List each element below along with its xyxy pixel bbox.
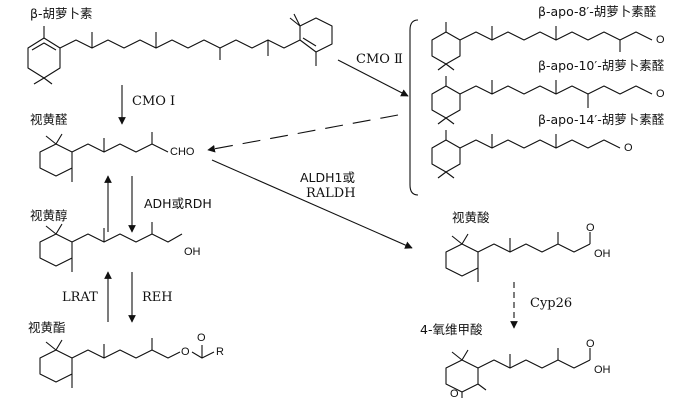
- oxo-ring-o: O: [450, 388, 459, 400]
- retinoic-acid-label: 视黄酸: [452, 210, 490, 225]
- reaction-arrows: [104, 59, 518, 329]
- retinol-oh-group: OH: [184, 246, 201, 258]
- ester-o-atom: O: [181, 346, 190, 358]
- lrat-label: LRAT: [62, 290, 98, 305]
- apo8-aldehyde-o: O: [656, 34, 665, 46]
- apo8-carotenal-label: β-apo-8′-胡萝卜素醛: [538, 4, 657, 19]
- oxo-retinoic-acid-label: 4-氧维甲酸: [420, 322, 483, 337]
- aldh-label-line2: RALDH: [306, 186, 356, 201]
- apo-carotenal-structures: [409, 19, 653, 196]
- apo14-carotenal-label: β-apo-14′-胡萝卜素醛: [538, 112, 665, 127]
- retinyl-ester-structure: [39, 338, 215, 388]
- retinol-label: 视黄醇: [30, 208, 68, 223]
- ester-r-group: R: [216, 346, 224, 358]
- aldh-label-line1: ALDH1或: [300, 170, 355, 185]
- cmo2-label: CMO Ⅱ: [356, 52, 403, 67]
- ra-oh-group: OH: [594, 248, 611, 260]
- apo10-aldehyde-o: O: [656, 88, 665, 100]
- ra-carbonyl-o: O: [586, 222, 595, 234]
- beta-carotene-label: β-胡萝卜素: [30, 6, 93, 21]
- retinal-cho-group: CHO: [170, 146, 195, 158]
- retinyl-ester-label: 视黄酯: [28, 320, 66, 335]
- cyp26-label: Cyp26: [530, 296, 573, 311]
- reh-label: REH: [142, 290, 173, 305]
- apo10-carotenal-label: β-apo-10′-胡萝卜素醛: [538, 58, 665, 73]
- cmo1-label: CMO Ⅰ: [132, 94, 176, 109]
- oxo-retinoic-acid-structure: [445, 348, 591, 398]
- apo14-aldehyde-o: O: [624, 142, 633, 154]
- adh-rdh-label: ADH或RDH: [144, 196, 212, 211]
- oxo-ra-oh-group: OH: [594, 364, 611, 376]
- retinoic-acid-structure: [445, 232, 591, 282]
- retinal-structure: [39, 132, 169, 182]
- retinol-structure: [39, 222, 183, 272]
- oxo-ra-carbonyl-o: O: [586, 338, 595, 350]
- ester-carbonyl-o: O: [197, 332, 206, 344]
- retinal-label: 视黄醛: [30, 112, 68, 127]
- beta-carotene-structure: [27, 13, 333, 85]
